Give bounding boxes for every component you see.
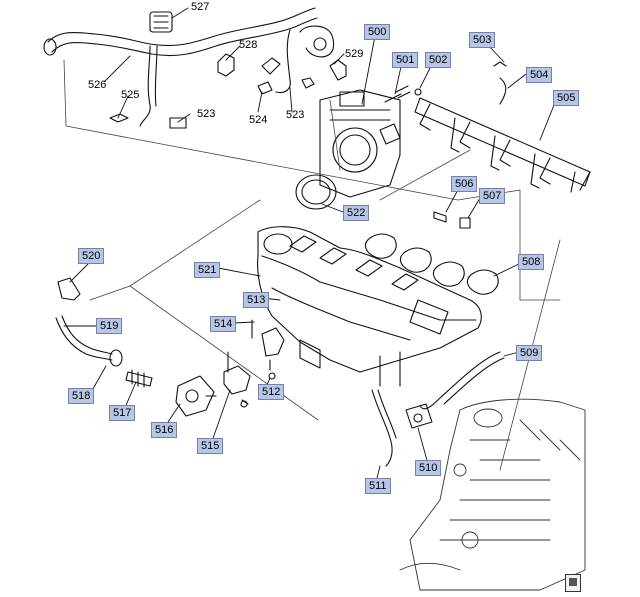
throttle-body-gasket xyxy=(295,174,337,210)
connector-515 xyxy=(223,351,251,395)
manifold-studs xyxy=(433,211,471,229)
callout-525[interactable]: 525 xyxy=(121,89,140,101)
leader-lines xyxy=(63,7,557,483)
callout-500[interactable]: 500 xyxy=(364,24,391,40)
purge-solenoid xyxy=(175,375,217,417)
group-outline-lines xyxy=(63,59,561,471)
fuel-rail-assembly xyxy=(414,61,591,193)
hose-518-519 xyxy=(55,315,123,367)
callout-505[interactable]: 505 xyxy=(553,90,580,106)
callout-502[interactable]: 502 xyxy=(425,52,452,68)
callout-521[interactable]: 521 xyxy=(194,262,221,278)
callout-529[interactable]: 529 xyxy=(345,48,364,60)
vacuum-hose xyxy=(371,351,505,467)
callout-503[interactable]: 503 xyxy=(469,32,496,48)
callout-501[interactable]: 501 xyxy=(392,52,419,68)
callout-523-lower[interactable]: 523 xyxy=(286,109,305,121)
callout-515[interactable]: 515 xyxy=(197,438,224,454)
intake-manifold-gaskets xyxy=(364,233,499,295)
valve-520 xyxy=(57,277,81,301)
callout-520[interactable]: 520 xyxy=(78,248,105,264)
callout-522[interactable]: 522 xyxy=(343,205,370,221)
callout-514[interactable]: 514 xyxy=(210,316,237,332)
page-corner-icon xyxy=(565,574,581,592)
callout-524[interactable]: 524 xyxy=(249,114,268,126)
callout-510[interactable]: 510 xyxy=(415,460,442,476)
intake-manifold xyxy=(257,226,482,387)
callout-511[interactable]: 511 xyxy=(365,478,391,494)
callout-508[interactable]: 508 xyxy=(518,254,545,270)
fuel-rail-bolts xyxy=(384,85,422,103)
callout-504[interactable]: 504 xyxy=(526,67,553,83)
callout-517[interactable]: 517 xyxy=(109,405,136,421)
callout-518[interactable]: 518 xyxy=(68,388,95,404)
callout-509[interactable]: 509 xyxy=(516,345,543,361)
callout-527[interactable]: 527 xyxy=(191,1,210,13)
callout-516[interactable]: 516 xyxy=(151,422,178,438)
callout-513[interactable]: 513 xyxy=(243,292,270,308)
bracket-512-513 xyxy=(240,319,285,408)
callout-526[interactable]: 526 xyxy=(88,79,107,91)
callout-528[interactable]: 528 xyxy=(239,39,258,51)
callout-523-upper[interactable]: 523 xyxy=(197,108,216,120)
callout-506[interactable]: 506 xyxy=(451,176,478,192)
pcv-hose-assembly xyxy=(43,7,347,129)
callout-512[interactable]: 512 xyxy=(258,384,285,400)
callout-507[interactable]: 507 xyxy=(479,188,506,204)
callout-519[interactable]: 519 xyxy=(96,318,123,334)
fitting-517 xyxy=(125,369,153,388)
engine-block xyxy=(399,398,586,591)
map-sensor xyxy=(405,403,433,429)
throttle-body xyxy=(319,89,401,198)
